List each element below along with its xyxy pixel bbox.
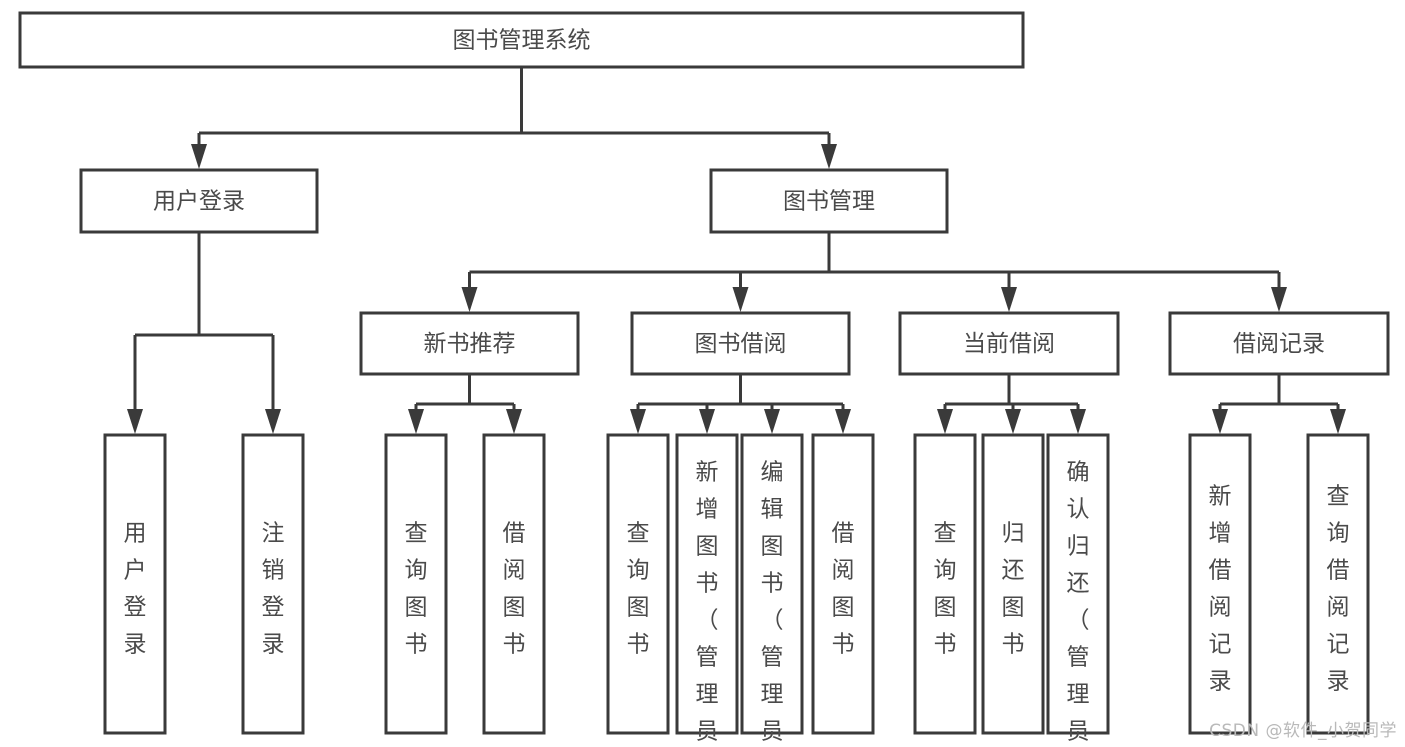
node-label: 图书管理系统	[453, 28, 591, 54]
node-label: 查询图书	[405, 521, 428, 658]
node-box[interactable]	[981, 433, 1045, 735]
node-records[interactable]: 借阅记录	[1168, 311, 1390, 376]
arrow-head-icon	[127, 409, 143, 434]
arrow-head-icon	[821, 144, 837, 169]
node-box[interactable]	[709, 168, 949, 234]
node-l-add-book[interactable]: 新增图书（管理员）	[675, 433, 739, 747]
node-login[interactable]: 用户登录	[79, 168, 319, 234]
node-l-query-book-2[interactable]: 查询图书	[606, 433, 670, 735]
edge-group-current	[937, 374, 1086, 434]
node-label: 借阅图书	[503, 521, 526, 658]
node-label: 借阅图书	[832, 521, 855, 658]
node-label: 用户登录	[153, 189, 245, 215]
node-label: 查询图书	[934, 521, 957, 658]
node-current[interactable]: 当前借阅	[898, 311, 1120, 376]
node-label: 新书推荐	[424, 331, 516, 357]
arrow-head-icon	[1001, 287, 1017, 312]
node-l-borrow-book-1[interactable]: 借阅图书	[482, 433, 546, 735]
node-l-user-login[interactable]: 用户登录	[103, 433, 167, 735]
node-label: 图书借阅	[695, 331, 787, 357]
node-label: 当前借阅	[963, 331, 1055, 357]
node-box[interactable]	[898, 311, 1120, 376]
node-label: 新增借阅记录	[1209, 484, 1232, 695]
arrow-head-icon	[1330, 409, 1346, 434]
edge-group-login	[127, 232, 281, 434]
arrow-head-icon	[764, 409, 780, 434]
edge-group-newbook	[408, 374, 522, 434]
arrow-head-icon	[699, 409, 715, 434]
arrow-head-icon	[732, 287, 749, 312]
edge-group-borrow	[630, 374, 851, 434]
node-label: 确认归还（管理员）	[1067, 460, 1090, 747]
node-bookmgr[interactable]: 图书管理	[709, 168, 949, 234]
node-label: 借阅记录	[1233, 331, 1325, 357]
node-l-confirm-ret[interactable]: 确认归还（管理员）	[1046, 433, 1110, 747]
node-box[interactable]	[103, 433, 167, 735]
edges-layer	[127, 67, 1346, 434]
node-box[interactable]	[1168, 311, 1390, 376]
node-borrow[interactable]: 图书借阅	[630, 311, 851, 376]
node-box[interactable]	[241, 433, 305, 735]
node-box[interactable]	[630, 311, 851, 376]
edge-group-bookmgr	[461, 232, 1287, 312]
node-label: 注销登录	[262, 521, 285, 658]
node-l-edit-book[interactable]: 编辑图书（管理员）	[740, 433, 804, 747]
arrow-head-icon	[1212, 409, 1228, 434]
node-label: 查询图书	[627, 521, 650, 658]
node-box[interactable]	[18, 11, 1025, 69]
node-l-return-book[interactable]: 归还图书	[981, 433, 1045, 735]
node-l-user-logout[interactable]: 注销登录	[241, 433, 305, 735]
node-l-borrow-book-2[interactable]: 借阅图书	[811, 433, 875, 735]
arrow-head-icon	[461, 287, 478, 312]
node-l-query-book-1[interactable]: 查询图书	[384, 433, 448, 735]
node-box[interactable]	[1306, 433, 1370, 735]
node-label: 图书管理	[783, 189, 875, 215]
node-label: 查询借阅记录	[1327, 484, 1350, 695]
node-box[interactable]	[606, 433, 670, 735]
node-label: 用户登录	[124, 521, 147, 658]
node-box[interactable]	[1046, 433, 1110, 735]
node-box[interactable]	[79, 168, 319, 234]
node-l-add-record[interactable]: 新增借阅记录	[1188, 433, 1252, 735]
node-box[interactable]	[1188, 433, 1252, 735]
node-box[interactable]	[359, 311, 580, 376]
node-box[interactable]	[811, 433, 875, 735]
edge-group-records	[1212, 374, 1346, 434]
node-newbook[interactable]: 新书推荐	[359, 311, 580, 376]
node-l-query-record[interactable]: 查询借阅记录	[1306, 433, 1370, 735]
arrow-head-icon	[630, 409, 646, 434]
node-label: 编辑图书（管理员）	[761, 460, 784, 747]
arrow-head-icon	[1005, 409, 1021, 434]
node-label: 新增图书（管理员）	[696, 460, 719, 747]
node-root[interactable]: 图书管理系统	[18, 11, 1025, 69]
arrow-head-icon	[191, 144, 207, 169]
arrow-head-icon	[1271, 287, 1287, 312]
node-label: 归还图书	[1002, 521, 1025, 658]
node-box[interactable]	[675, 433, 739, 735]
nodes-layer: 图书管理系统用户登录图书管理新书推荐图书借阅当前借阅借阅记录用户登录注销登录查询…	[18, 11, 1390, 747]
edge-group-root	[191, 67, 837, 169]
node-l-query-book-3[interactable]: 查询图书	[913, 433, 977, 735]
node-box[interactable]	[740, 433, 804, 735]
node-box[interactable]	[384, 433, 448, 735]
arrow-head-icon	[835, 409, 851, 434]
arrow-head-icon	[408, 409, 424, 434]
node-box[interactable]	[482, 433, 546, 735]
arrow-head-icon	[265, 409, 281, 434]
arrow-head-icon	[1070, 409, 1086, 434]
arrow-head-icon	[506, 409, 522, 434]
arrow-head-icon	[937, 409, 953, 434]
node-box[interactable]	[913, 433, 977, 735]
